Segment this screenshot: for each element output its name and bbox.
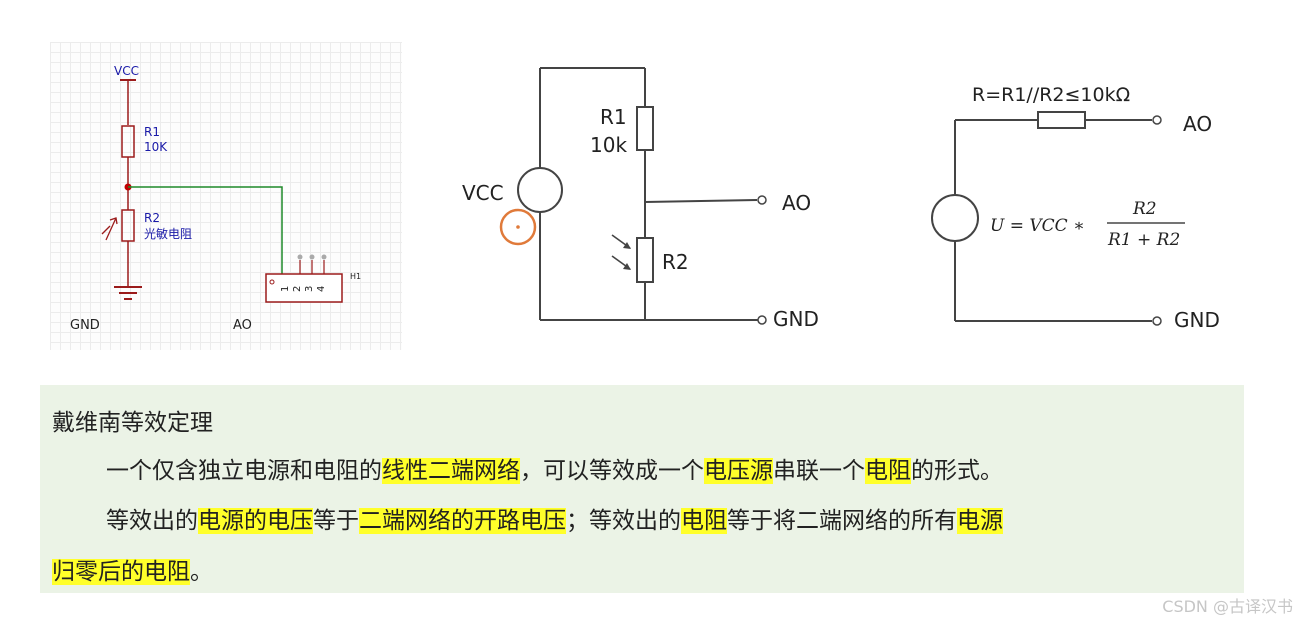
- text-segment: 。: [190, 559, 213, 585]
- gnd-label: GND: [70, 318, 100, 333]
- ao-wire: [128, 186, 283, 274]
- r1-value: 10K: [144, 140, 168, 154]
- equivalent-resistor: [1037, 111, 1086, 129]
- vcc-label-mid: VCC: [462, 181, 504, 205]
- vcc-label: VCC: [114, 64, 139, 78]
- r2-name-mid: R2: [662, 250, 689, 274]
- note-title: 戴维南等效定理: [52, 410, 213, 436]
- ao-terminal-eq: [1152, 115, 1162, 125]
- note-paragraph-1: 一个仅含独立电源和电阻的线性二端网络，可以等效成一个电压源串联一个电阻的形式。: [106, 455, 1003, 487]
- r2-symbol: [636, 237, 654, 283]
- text-segment: ，可以等效成一个: [520, 458, 704, 484]
- r1-symbol: [636, 106, 654, 151]
- equivalent-circuit: [931, 111, 1152, 322]
- theorem-note: 戴维南等效定理 一个仅含独立电源和电阻的线性二端网络，可以等效成一个电压源串联一…: [40, 385, 1244, 593]
- highlight-text: 电阻: [681, 508, 727, 534]
- formula-denominator: R1 + R2: [1107, 230, 1180, 250]
- schematic-panel: VCC R1 10K R2 光敏电阻 GND 1 2 3 4 H1: [50, 42, 402, 350]
- r1-name-mid: R1: [600, 105, 627, 129]
- equivalent-source-symbol: [931, 194, 979, 242]
- gnd-terminal-eq: [1152, 316, 1162, 326]
- pin-3: 3: [304, 286, 315, 292]
- header-h1: [265, 273, 343, 303]
- header-label: H1: [350, 272, 361, 281]
- voltage-source-symbol: [517, 167, 563, 213]
- text-segment: 一个仅含独立电源和电阻的: [106, 458, 382, 484]
- cursor-highlight: [499, 208, 537, 246]
- ao-label-mid: AO: [782, 191, 811, 215]
- highlight-text: 电压源: [704, 458, 773, 484]
- pin-2: 2: [292, 286, 303, 292]
- highlight-text: 电源的电压: [198, 508, 313, 534]
- highlight-text: 电阻: [865, 458, 911, 484]
- r1-value-mid: 10k: [590, 133, 627, 157]
- text-segment: 的形式。: [911, 458, 1003, 484]
- formula-lhs: U = VCC ∗: [990, 216, 1085, 236]
- text-segment: ；等效出的: [566, 508, 681, 534]
- schematic-drawing: VCC R1 10K R2 光敏电阻 GND 1 2 3 4 H1: [70, 64, 361, 333]
- ao-terminal: [757, 195, 767, 205]
- gnd-label-mid: GND: [773, 307, 819, 331]
- r2-name: R2: [144, 211, 160, 225]
- divider-circuit: [517, 67, 758, 321]
- ao-label: AO: [233, 318, 252, 333]
- gnd-label-eq: GND: [1174, 308, 1220, 332]
- circuit-diagrams: VCC R1 10k R2 AO GND R=R1//R2≤10kΩ AO GN…: [462, 67, 1220, 332]
- text-segment: 等效出的: [106, 508, 198, 534]
- watermark: CSDN @古译汉书: [1162, 597, 1293, 616]
- highlight-text: 二端网络的开路电压: [359, 508, 566, 534]
- ao-label-eq: AO: [1183, 112, 1212, 136]
- formula-numerator: R2: [1132, 199, 1157, 219]
- r1-name: R1: [144, 125, 160, 139]
- highlight-text: 线性二端网络: [382, 458, 520, 484]
- text-segment: 串联一个: [773, 458, 865, 484]
- text-segment: 等于: [313, 508, 359, 534]
- pin-1: 1: [280, 286, 291, 292]
- resistance-label: R=R1//R2≤10kΩ: [972, 84, 1130, 106]
- note-paragraph-2: 等效出的电源的电压等于二端网络的开路电压；等效出的电阻等于将二端网络的所有电源: [106, 505, 1003, 537]
- highlight-text: 电源: [957, 508, 1003, 534]
- pin-4: 4: [316, 286, 327, 292]
- text-segment: 等于将二端网络的所有: [727, 508, 957, 534]
- gnd-terminal: [757, 315, 767, 325]
- highlight-text: 归零后的电阻: [52, 559, 190, 585]
- r2-value: 光敏电阻: [144, 226, 192, 241]
- note-paragraph-3: 归零后的电阻。: [52, 556, 213, 588]
